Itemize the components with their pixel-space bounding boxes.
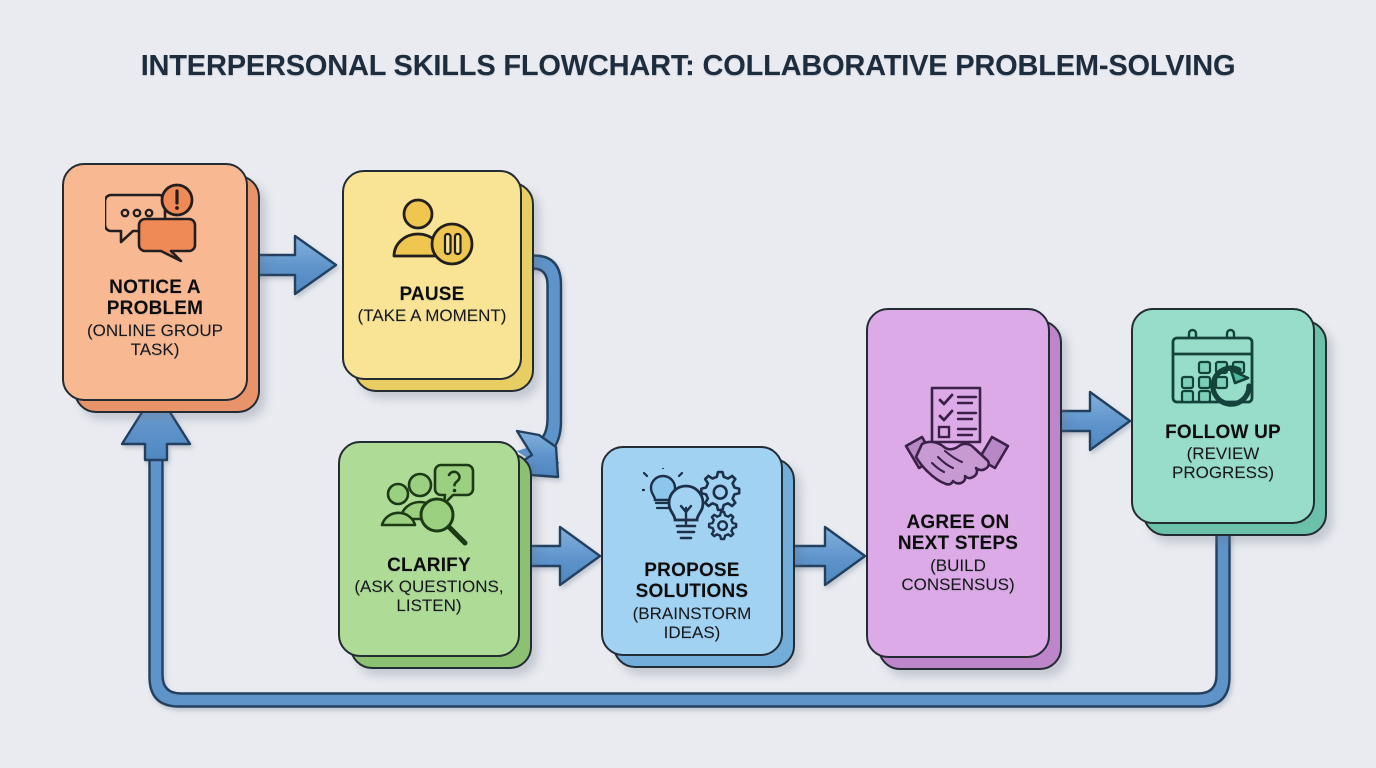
node-title: NOTICE A PROBLEM <box>107 277 203 320</box>
node-subtitle: (ASK QUESTIONS, LISTEN) <box>354 577 503 615</box>
lightbulb-gears-icon <box>642 464 742 556</box>
node-title: PROPOSE SOLUTIONS <box>636 560 749 603</box>
node-subtitle-line1: (TAKE A MOMENT) <box>357 306 507 326</box>
node-title-line2: SOLUTIONS <box>635 581 749 603</box>
node-title-line1: PROPOSE <box>644 560 740 581</box>
node-subtitle-line1: (BUILD <box>930 555 986 575</box>
connector-agree-to-followup <box>1051 390 1132 452</box>
node-title: AGREE ON NEXT STEPS <box>898 512 1018 555</box>
node-subtitle-line2: CONSENSUS) <box>901 574 1015 594</box>
node-title-line2: NEXT STEPS <box>897 533 1019 555</box>
node-subtitle: (ONLINE GROUP TASK) <box>87 321 223 359</box>
node-clarify[interactable]: CLARIFY (ASK QUESTIONS, LISTEN) <box>338 441 520 657</box>
page-title: INTERPERSONAL SKILLS FLOWCHART: COLLABOR… <box>140 50 1236 82</box>
speech-bubbles-alert-icon <box>105 181 205 273</box>
connector-propose-to-agree <box>785 525 867 587</box>
node-title-line1: FOLLOW UP <box>1165 422 1281 443</box>
node-subtitle-line1: (REVIEW <box>1186 444 1260 464</box>
node-title: CLARIFY <box>387 555 471 576</box>
node-subtitle-line2: PROGRESS) <box>1171 463 1275 483</box>
node-subtitle-line1: (BRAINSTORM <box>632 603 752 623</box>
node-propose-solutions[interactable]: PROPOSE SOLUTIONS (BRAINSTORM IDEAS) <box>601 446 783 656</box>
node-title: FOLLOW UP <box>1165 422 1281 443</box>
node-pause[interactable]: PAUSE (TAKE A MOMENT) <box>342 170 522 380</box>
node-title: PAUSE <box>399 284 464 305</box>
connector-notice-to-pause <box>251 234 338 296</box>
connector-clarify-to-propose <box>522 525 602 587</box>
node-subtitle: (REVIEW PROGRESS) <box>1172 444 1274 482</box>
node-subtitle-line2: TASK) <box>130 339 180 359</box>
people-question-search-icon <box>379 459 479 551</box>
node-subtitle-line1: (ASK QUESTIONS, <box>354 577 504 597</box>
node-subtitle: (TAKE A MOMENT) <box>358 306 507 325</box>
node-title-line1: NOTICE A <box>109 277 201 298</box>
node-follow-up[interactable]: FOLLOW UP (REVIEW PROGRESS) <box>1131 308 1315 524</box>
node-subtitle-line2: IDEAS) <box>663 622 721 642</box>
node-notice-a-problem[interactable]: NOTICE A PROBLEM (ONLINE GROUP TASK) <box>62 163 248 401</box>
node-title-line1: AGREE ON <box>906 512 1010 533</box>
node-title-line1: PAUSE <box>399 284 465 305</box>
connector-followup-feedback-loop <box>120 388 1231 708</box>
node-agree-on-next-steps[interactable]: AGREE ON NEXT STEPS (BUILD CONSENSUS) <box>866 308 1050 658</box>
node-subtitle-line1: (ONLINE GROUP <box>86 320 224 340</box>
node-subtitle: (BUILD CONSENSUS) <box>901 556 1014 594</box>
node-title-line1: CLARIFY <box>387 555 471 576</box>
node-title-line2: PROBLEM <box>106 298 204 320</box>
calendar-refresh-icon <box>1171 326 1275 418</box>
handshake-checklist-icon <box>896 384 1020 496</box>
node-subtitle-line2: LISTEN) <box>396 596 462 616</box>
node-subtitle: (BRAINSTORM IDEAS) <box>633 604 752 642</box>
person-pause-icon <box>382 188 482 280</box>
